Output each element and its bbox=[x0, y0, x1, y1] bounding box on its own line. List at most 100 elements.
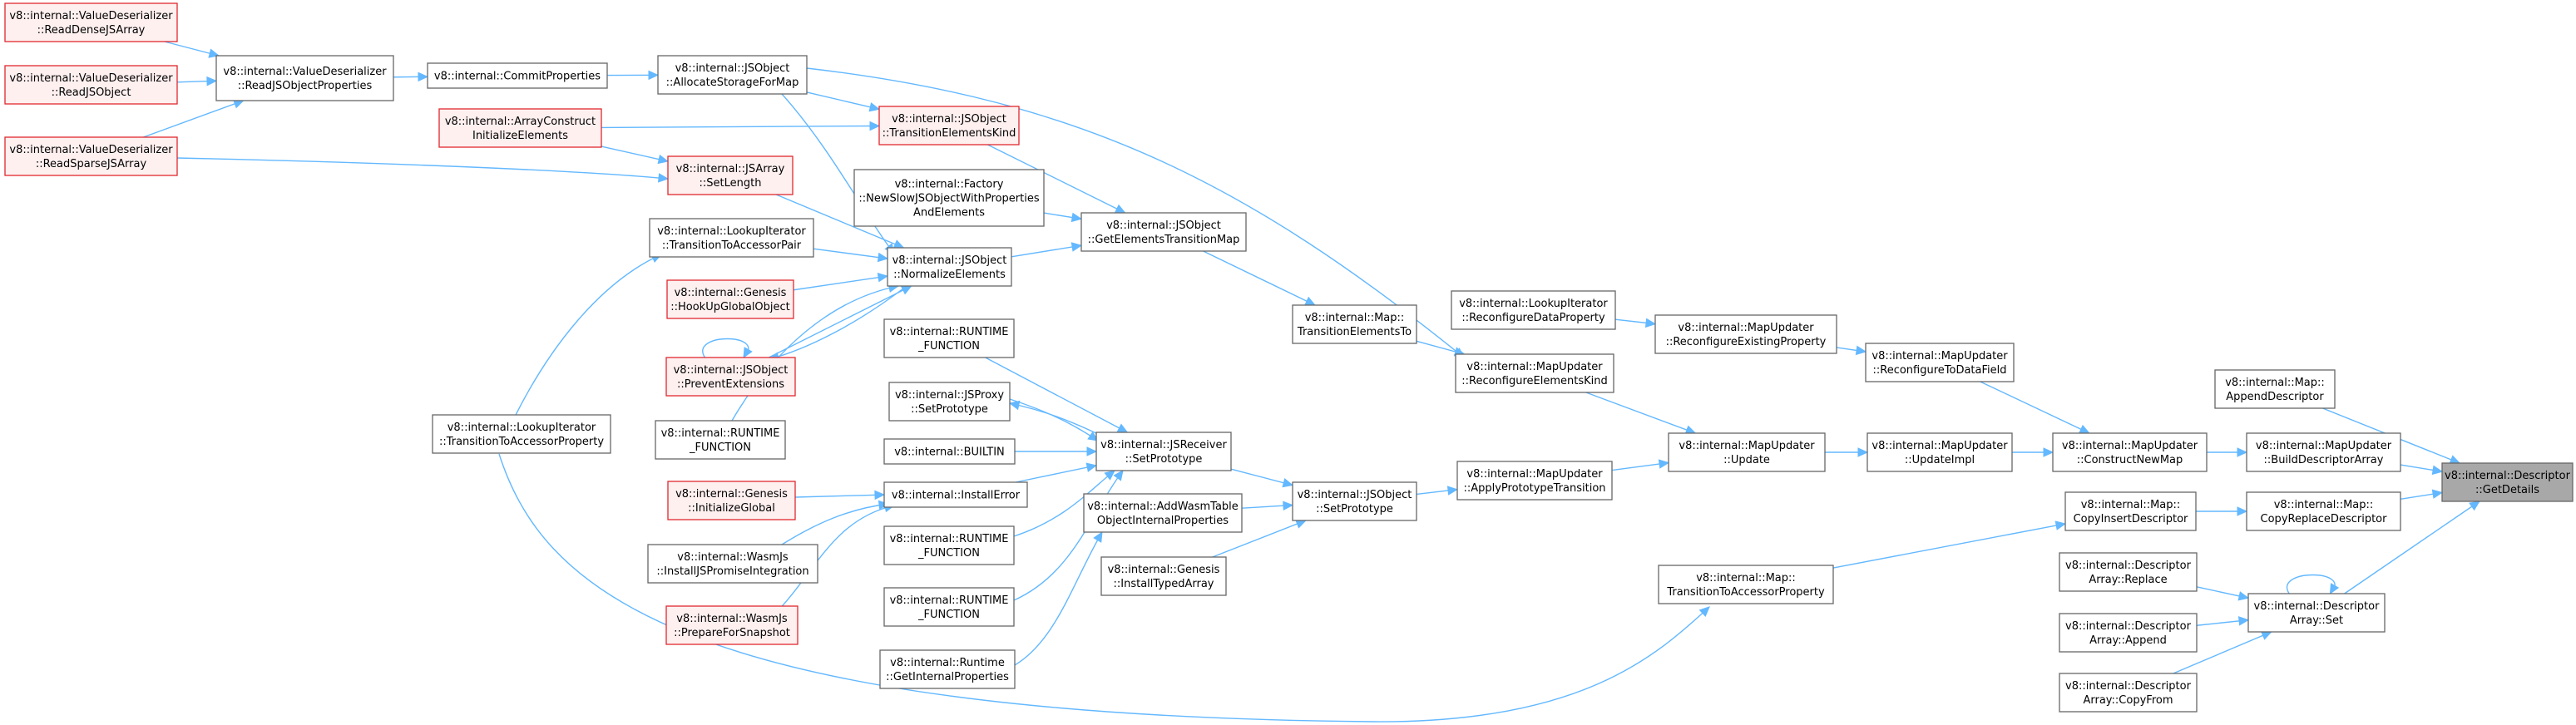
node-label-line: v8::internal::Map:: bbox=[1305, 312, 1405, 324]
node-label-line: ::TransitionElementsKind bbox=[883, 127, 1016, 140]
node-label-line: ::SetLength bbox=[700, 177, 762, 190]
edge-line bbox=[1011, 244, 1082, 258]
node-label-line: v8::internal::RUNTIME bbox=[890, 594, 1009, 607]
node-box bbox=[2246, 432, 2401, 472]
function-node-allocate-storage-for-map[interactable]: v8::internal::JSObject::AllocateStorageF… bbox=[657, 55, 808, 95]
edge-line bbox=[176, 157, 669, 180]
function-node-reconfig-to-datafield[interactable]: v8::internal::MapUpdater::ReconfigureToD… bbox=[1865, 343, 2015, 382]
node-label-line: v8::internal::InstallError bbox=[892, 490, 1021, 502]
node-label-line: ::TransitionToAccessorPair bbox=[662, 239, 802, 252]
node-box bbox=[1658, 565, 1834, 604]
function-node-read-jsobject-properties[interactable]: v8::internal::ValueDeserializer::ReadJSO… bbox=[215, 55, 394, 101]
node-label-line: _FUNCTION bbox=[917, 547, 980, 560]
edge-line bbox=[1230, 468, 1293, 486]
function-node-factory-newslow[interactable]: v8::internal::Factory::NewSlowJSObjectWi… bbox=[853, 169, 1045, 227]
function-node-prevent-extensions[interactable]: v8::internal::JSObject::PreventExtension… bbox=[665, 357, 796, 397]
function-node-install-error[interactable]: v8::internal::InstallError bbox=[883, 481, 1028, 508]
call-edge bbox=[601, 121, 881, 131]
edge-line bbox=[806, 67, 1465, 358]
function-node-genesis-initialize-global[interactable]: v8::internal::Genesis::InitializeGlobal bbox=[667, 481, 796, 520]
function-node-update-impl[interactable]: v8::internal::MapUpdater::UpdateImpl bbox=[1866, 432, 2013, 472]
edge-line bbox=[1832, 523, 2066, 569]
function-node-update[interactable]: v8::internal::MapUpdater::Update bbox=[1668, 432, 1826, 472]
function-node-jsarray-setlength[interactable]: v8::internal::JSArray::SetLength bbox=[667, 155, 794, 195]
function-node-read-sparse-jsarray[interactable]: v8::internal::ValueDeserializer::ReadSpa… bbox=[4, 136, 178, 176]
function-node-lookup-transition-pair[interactable]: v8::internal::LookupIterator::Transition… bbox=[649, 218, 814, 258]
function-node-builtin[interactable]: v8::internal::BUILTIN bbox=[883, 438, 1016, 465]
node-label-line: v8::internal::MapUpdater bbox=[1466, 361, 1603, 373]
function-node-runtime-function-2[interactable]: v8::internal::RUNTIME_FUNCTION bbox=[883, 525, 1015, 565]
function-node-jsreceiver-setprototype[interactable]: v8::internal::JSReceiver::SetPrototype bbox=[1095, 432, 1232, 471]
call-edge bbox=[606, 70, 660, 81]
function-node-apply-proto-transition[interactable]: v8::internal::MapUpdater::ApplyPrototype… bbox=[1456, 461, 1613, 501]
node-label-line: v8::internal::RUNTIME bbox=[661, 427, 780, 440]
function-node-build-desc-array[interactable]: v8::internal::MapUpdater::BuildDescripto… bbox=[2246, 432, 2401, 472]
node-label-line: v8::internal::ValueDeserializer bbox=[223, 66, 387, 78]
function-node-runtime-get-internal[interactable]: v8::internal::Runtime::GetInternalProper… bbox=[879, 649, 1016, 689]
function-node-runtime-function-3[interactable]: v8::internal::RUNTIME_FUNCTION bbox=[883, 587, 1015, 627]
edge-arrowhead bbox=[1658, 459, 1670, 469]
function-node-genesis-install-typed-array[interactable]: v8::internal::Genesis::InstallTypedArray bbox=[1100, 556, 1227, 596]
function-node-wasmjs-install-promise[interactable]: v8::internal::WasmJs::InstallJSPromiseIn… bbox=[647, 544, 818, 584]
function-node-reconfig-existing[interactable]: v8::internal::MapUpdater::ReconfigureExi… bbox=[1654, 314, 1837, 354]
function-node-normalize-elements[interactable]: v8::internal::JSObject::NormalizeElement… bbox=[887, 247, 1012, 287]
function-node-desc-append[interactable]: v8::internal::DescriptorArray::Append bbox=[2059, 613, 2198, 653]
node-box bbox=[665, 605, 799, 645]
function-node-desc-copyfrom[interactable]: v8::internal::DescriptorArray::CopyFrom bbox=[2059, 673, 2198, 713]
function-node-commit-properties[interactable]: v8::internal::CommitProperties bbox=[427, 62, 608, 89]
function-node-jsobject-setprototype[interactable]: v8::internal::JSObject::SetPrototype bbox=[1292, 481, 1417, 521]
edge-line bbox=[1212, 520, 1307, 558]
call-edge bbox=[806, 91, 881, 112]
node-label-line: _FUNCTION bbox=[917, 340, 980, 353]
function-node-read-dense-jsarray[interactable]: v8::internal::ValueDeserializer::ReadDen… bbox=[4, 2, 178, 42]
function-node-desc-set[interactable]: v8::internal::DescriptorArray::Set bbox=[2247, 593, 2386, 633]
edge-arrowhead bbox=[1008, 400, 1021, 411]
node-label-line: v8::internal::MapUpdater bbox=[2256, 440, 2392, 452]
root-function-node[interactable]: v8::internal::Descriptor::GetDetails bbox=[2441, 462, 2574, 502]
node-label-line: Array::CopyFrom bbox=[2083, 694, 2173, 707]
function-node-reconfig-elements-kind[interactable]: v8::internal::MapUpdater::ReconfigureEle… bbox=[1455, 353, 1614, 393]
edge-arrowhead bbox=[2431, 489, 2444, 499]
function-node-map-transition-elements-to[interactable]: v8::internal::Map::TransitionElementsTo bbox=[1292, 304, 1417, 344]
node-label-line: ::ReadDenseJSArray bbox=[37, 24, 146, 37]
function-node-append-desc[interactable]: v8::internal::Map::AppendDescriptor bbox=[2214, 369, 2336, 409]
function-node-construct-new-map[interactable]: v8::internal::MapUpdater::ConstructNewMa… bbox=[2052, 432, 2208, 472]
edge-arrowhead bbox=[1093, 530, 1103, 543]
function-node-add-wasm-table[interactable]: v8::internal::AddWasmTableObjectInternal… bbox=[1083, 493, 1243, 533]
function-node-runtime-function-1[interactable]: v8::internal::RUNTIME_FUNCTION bbox=[883, 318, 1015, 358]
edge-arrowhead bbox=[2469, 501, 2480, 511]
node-label-line: v8::internal::Descriptor bbox=[2065, 560, 2192, 572]
call-edge bbox=[781, 500, 890, 545]
call-edge bbox=[393, 72, 429, 82]
node-label-line: ::InstallTypedArray bbox=[1113, 578, 1214, 590]
node-label-line: ::PrepareForSnapshot bbox=[674, 627, 790, 639]
function-node-array-construct-init[interactable]: v8::internal::ArrayConstructInitializeEl… bbox=[438, 108, 602, 148]
call-edge bbox=[2286, 574, 2340, 595]
node-box bbox=[883, 438, 1016, 465]
function-node-lookup-transition-accessor-prop[interactable]: v8::internal::LookupIterator::Transition… bbox=[432, 414, 611, 454]
function-node-lookup-reconfig-data[interactable]: v8::internal::LookupIterator::Reconfigur… bbox=[1451, 290, 1616, 330]
function-node-map-transition-accessor[interactable]: v8::internal::Map::TransitionToAccessorP… bbox=[1658, 565, 1834, 604]
function-node-copy-insert-desc[interactable]: v8::internal::Map::CopyInsertDescriptor bbox=[2064, 491, 2197, 531]
edge-arrowhead bbox=[1087, 431, 1100, 441]
function-node-wasmjs-prepare-snapshot[interactable]: v8::internal::WasmJs::PrepareForSnapshot bbox=[665, 605, 799, 645]
function-node-jsproxy-setprototype[interactable]: v8::internal::JSProxy::SetPrototype bbox=[888, 382, 1011, 422]
function-node-copy-replace-desc[interactable]: v8::internal::Map::CopyReplaceDescriptor bbox=[2246, 491, 2401, 531]
function-node-transition-elements-kind[interactable]: v8::internal::JSObject::TransitionElemen… bbox=[878, 106, 1020, 145]
edge-line bbox=[1009, 402, 1099, 435]
function-node-desc-replace[interactable]: v8::internal::DescriptorArray::Replace bbox=[2059, 552, 2198, 592]
call-edge bbox=[2196, 616, 2250, 626]
function-node-genesis-hookup-global[interactable]: v8::internal::Genesis::HookUpGlobalObjec… bbox=[666, 279, 794, 319]
edge-arrowhead bbox=[1698, 606, 1710, 618]
node-box bbox=[1292, 304, 1417, 344]
node-label-line: ::NewSlowJSObjectWithProperties bbox=[858, 193, 1039, 205]
edge-line bbox=[2344, 501, 2480, 594]
function-node-read-jsobject[interactable]: v8::internal::ValueDeserializer::ReadJSO… bbox=[4, 65, 178, 105]
node-label-line: AndElements bbox=[913, 207, 985, 219]
node-label-line: v8::internal::MapUpdater bbox=[1871, 440, 2008, 452]
edge-arrowhead bbox=[868, 102, 881, 112]
node-label-line: ::InstallJSPromiseIntegration bbox=[656, 565, 808, 578]
function-node-runtime-function-4[interactable]: v8::internal::RUNTIME_FUNCTION bbox=[655, 420, 786, 460]
function-node-get-elements-transition-map[interactable]: v8::internal::JSObject::GetElementsTrans… bbox=[1080, 212, 1247, 252]
node-label-line: v8::internal::Factory bbox=[895, 179, 1004, 191]
